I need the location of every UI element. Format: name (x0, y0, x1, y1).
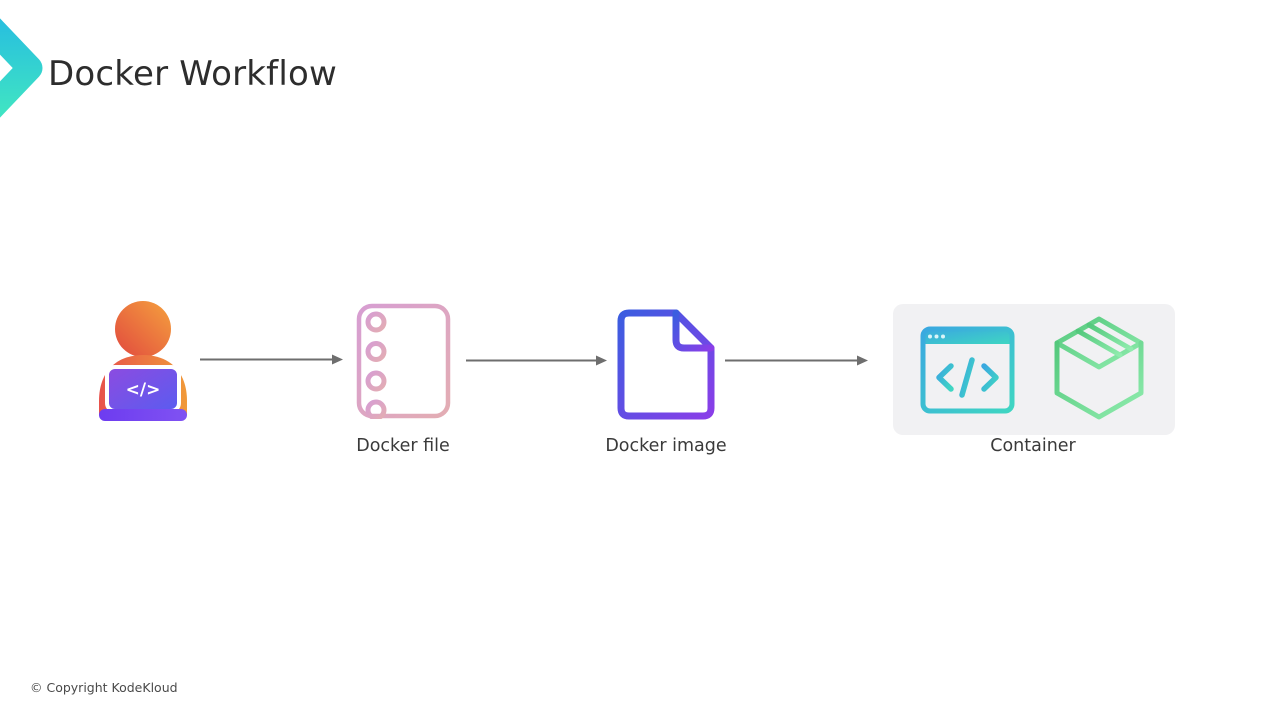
package-box-icon (1054, 316, 1144, 420)
flow-arrow-3-icon (725, 355, 868, 366)
copyright-text: © Copyright KodeKloud (30, 680, 178, 695)
docker-image-label: Docker image (605, 436, 727, 456)
flow-arrow-2-icon (466, 355, 607, 366)
person-head-icon (115, 301, 171, 357)
page-title: Docker Workflow (48, 54, 337, 94)
developer-icon: </> (99, 301, 187, 421)
code-window-icon (920, 326, 1015, 414)
docker-file-icon (356, 303, 451, 419)
container-label: Container (990, 436, 1076, 456)
docker-file-label: Docker file (356, 436, 450, 456)
flow-arrow-1-icon (200, 354, 343, 365)
laptop-code-text: </> (126, 380, 161, 400)
laptop-icon: </> (99, 365, 187, 421)
kodekloud-logo-chevron-icon (0, 18, 43, 118)
docker-image-icon (617, 309, 715, 420)
